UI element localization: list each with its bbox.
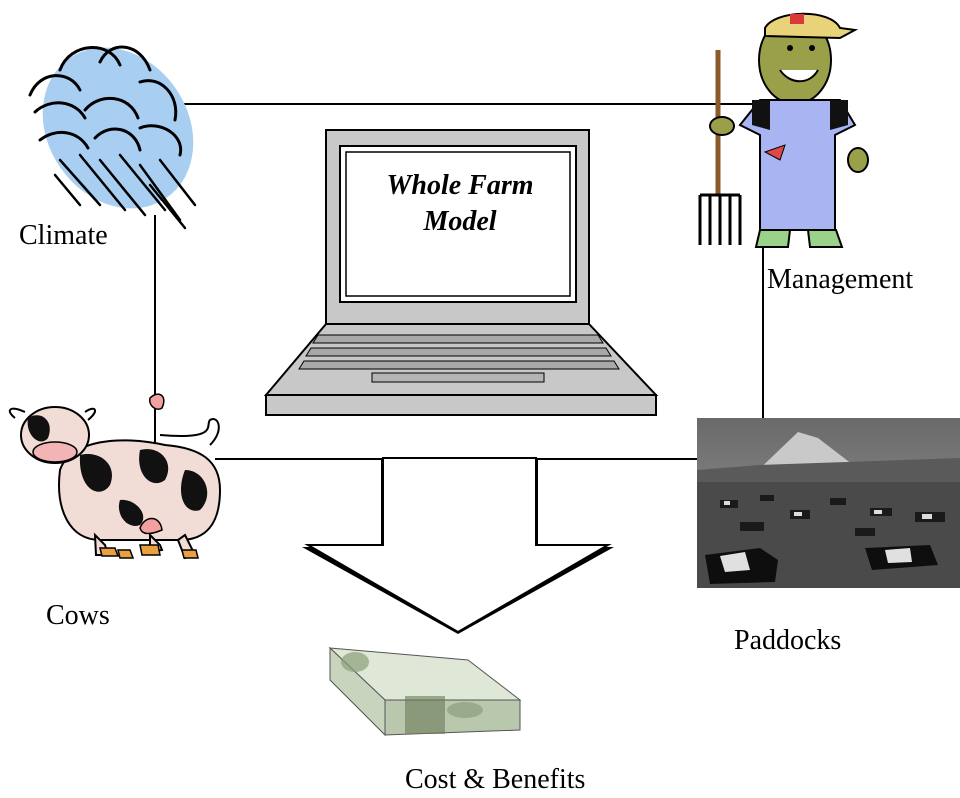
paddock-photo xyxy=(697,418,960,588)
laptop-icon xyxy=(263,129,659,416)
output-label: Cost & Benefits xyxy=(405,764,586,795)
climate-label: Climate xyxy=(19,220,108,251)
cow-icon xyxy=(8,393,222,560)
paddocks-label: Paddocks xyxy=(734,625,842,656)
farmer-icon xyxy=(698,12,869,248)
center-title-line1: Whole Farm xyxy=(386,170,534,201)
rain-cloud-icon xyxy=(28,45,197,230)
center-title-line2: Model xyxy=(423,206,497,237)
connector-lines xyxy=(154,103,765,450)
management-label: Management xyxy=(767,264,914,295)
center-title: Whole Farm Model xyxy=(350,168,570,240)
cows-label: Cows xyxy=(46,600,110,631)
money-stack-icon xyxy=(328,646,522,737)
